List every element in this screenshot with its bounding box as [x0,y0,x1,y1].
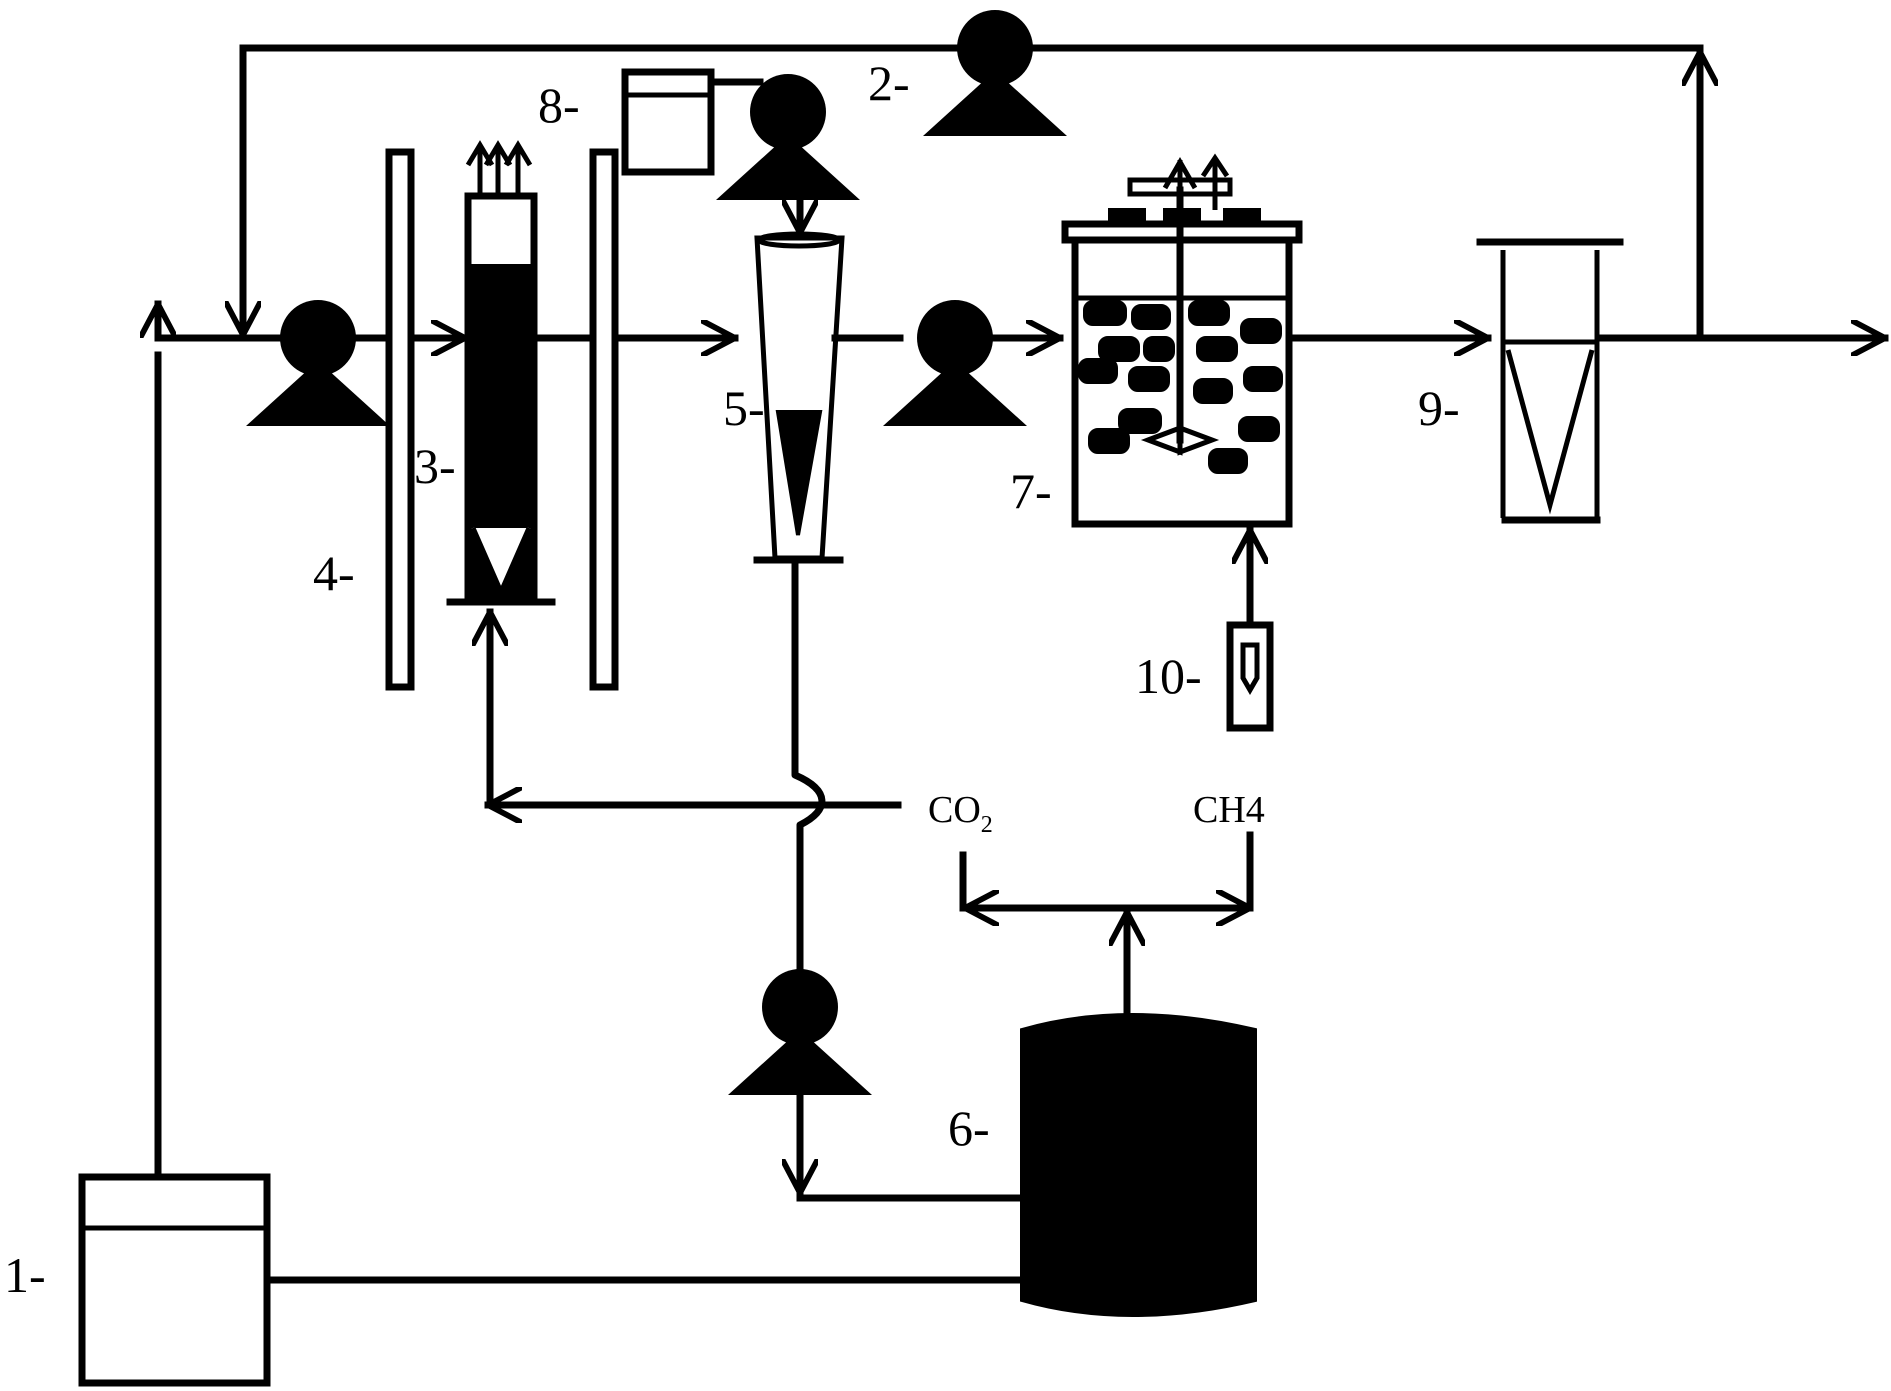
lid-port-3 [1223,208,1261,226]
carrier [1188,300,1230,326]
anaerobic-digester [1020,1013,1257,1317]
co2-label-subscript: 2 [981,812,993,838]
clarifier-cone [1505,349,1595,515]
pump-main [246,300,390,426]
carrier [1143,336,1175,362]
carrier [1083,300,1127,326]
pump-recycle [923,10,1067,136]
carrier [1131,304,1171,330]
stirred-reactor [1061,153,1303,528]
label-2: 2- [868,55,910,111]
gas-flowmeter [1226,621,1274,732]
clarifier [1476,238,1624,524]
label-4: 4- [313,545,355,601]
carrier [1238,416,1280,442]
settler-sludge [775,410,823,536]
vent-arrow-3 [503,140,533,167]
dosing-tank [621,68,715,176]
carrier [1193,378,1233,404]
co2-label: CO2 [928,789,993,838]
pump-transfer [883,300,1027,426]
carrier [1240,318,1282,344]
label-8: 8- [538,77,580,133]
pipe-sludge [791,558,826,974]
co2-label-main: CO [928,789,981,831]
gas-labels: CO2 CH4 [928,789,1265,838]
carrier [1128,366,1170,392]
flowmeter-float [1240,642,1260,695]
settler [753,231,845,564]
carrier [1208,448,1248,474]
column-cone-outline [470,526,532,599]
digester-body [1020,1013,1257,1317]
label-6: 6- [948,1100,990,1156]
feed-tank-body [78,1173,271,1387]
label-5: 5- [723,380,765,436]
impeller-right [1177,424,1220,456]
pipe-network [158,44,1889,1284]
pump-dosing [716,74,860,200]
lid-collar [1127,177,1233,197]
photobioreactor-column [446,140,556,606]
light-panel-left [385,148,415,691]
ch4-label: CH4 [1193,789,1265,831]
flowmeter-body [1226,621,1274,732]
lid-port-1 [1108,208,1146,226]
carrier [1196,336,1238,362]
label-7: 7- [1010,463,1052,519]
carrier [1078,358,1118,384]
carrier [1088,428,1130,454]
label-10: 10- [1135,648,1202,704]
settler-rim [756,231,842,249]
pump-sludge [728,969,872,1095]
clarifier-body [1500,250,1600,345]
light-panels [385,148,619,691]
dosing-tank-body [621,68,715,176]
component-labels: 1- 2- 3- 4- 5- 6- 7- 8- 9- 10- [4,55,1460,1303]
clarifier-legs [1500,342,1600,518]
feed-tank [78,1173,271,1387]
vent-arrow-2 [483,140,513,167]
label-1: 1- [4,1247,46,1303]
label-3: 3- [414,438,456,494]
light-panel-right [589,148,619,691]
label-9: 9- [1418,380,1460,436]
carrier [1243,366,1283,392]
carrier [1098,336,1140,362]
carrier [1118,408,1162,434]
